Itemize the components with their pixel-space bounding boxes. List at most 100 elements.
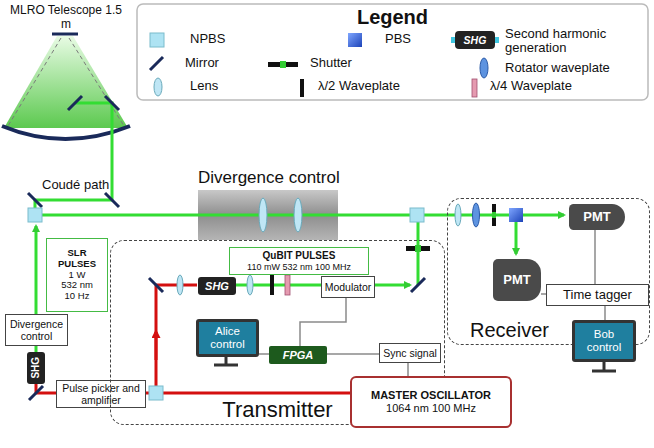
legend-title: Legend	[137, 6, 648, 29]
laser-beam	[515, 222, 518, 254]
pulse-info-box: QuBIT PULSES110 mW 532 nm 100 MHz	[229, 247, 369, 275]
shg-crystal: SHG	[198, 277, 236, 295]
legend-text: λ/2 Waveplate	[318, 79, 438, 93]
shutter	[406, 246, 430, 251]
signal-wire	[604, 306, 606, 320]
mirror	[28, 193, 42, 207]
pmt-detector: PMT	[493, 259, 541, 301]
coude-beam	[35, 103, 112, 208]
process-box: Pulse picker and amplifier	[56, 380, 146, 408]
computer-monitor: Bob control	[572, 320, 636, 362]
modulator-box: Modulator	[321, 276, 375, 298]
laser-beam	[374, 284, 410, 287]
signal-wire	[300, 298, 346, 346]
mirror	[29, 386, 43, 400]
laser-beam	[42, 214, 410, 217]
node-text: FPGA	[283, 349, 314, 362]
legend-text: Shutter	[310, 56, 390, 70]
rotator-waveplate	[473, 203, 480, 227]
npbs	[149, 386, 163, 400]
legend-text: Rotator waveplate	[505, 61, 643, 75]
mirror	[68, 96, 82, 110]
fpga-board: FPGA	[269, 346, 327, 364]
legend-text: PBS	[385, 32, 445, 46]
node-text: Bob control	[578, 328, 630, 354]
quarter-waveplate	[285, 275, 290, 295]
telescope-ray	[8, 38, 61, 126]
npbs	[28, 208, 42, 222]
legend-text: Lens	[190, 79, 260, 93]
node-text: PMT	[503, 273, 530, 288]
laser-beam	[417, 222, 420, 285]
legend-text: Second harmonic generation	[505, 27, 643, 55]
shg-icon-label: SHG	[455, 31, 495, 49]
monitor-stand	[603, 362, 606, 370]
lens	[247, 275, 253, 295]
signal-wire	[327, 353, 379, 355]
legend-icon	[451, 37, 455, 43]
node-text: SLR PULSES	[49, 248, 105, 270]
monitor-stand	[225, 356, 228, 364]
lens	[455, 204, 461, 226]
laser-source-box: MASTER OSCILLATOR1064 nm 100 MHz	[350, 376, 512, 428]
half-waveplate	[270, 275, 274, 295]
laser-beam	[523, 214, 564, 217]
legend-icon	[480, 58, 488, 78]
node-text: 1 W	[69, 270, 86, 281]
node-text: 110 mW 532 nm 100 MHz	[247, 262, 351, 272]
node-text: Divergence control	[198, 168, 338, 188]
path-label: Coudé path	[42, 178, 122, 193]
node-text: QuBIT PULSES	[263, 250, 336, 262]
legend-icon	[150, 33, 164, 47]
mirror	[149, 278, 163, 292]
ir-beam	[156, 285, 197, 393]
legend-icon	[472, 79, 477, 97]
legend-icon	[150, 57, 163, 70]
node-text: Modulator	[325, 281, 372, 293]
legend-text: λ/4 Waveplate	[490, 79, 620, 93]
node-text: 532 nm	[61, 280, 93, 291]
ir-beam	[155, 332, 158, 360]
ir-beam	[146, 392, 350, 395]
pulse-info-box: SLR PULSES1 W532 nm10 Hz	[46, 238, 108, 312]
pbs	[509, 208, 523, 222]
node-text: Divergence control	[9, 318, 64, 342]
monitor-stand	[592, 370, 616, 373]
legend-icon	[268, 62, 298, 67]
mirror	[105, 96, 119, 110]
legend-icon	[348, 33, 362, 47]
node-text: Time tagger	[563, 288, 632, 303]
mirror	[411, 278, 425, 292]
node-text: Receiver	[470, 319, 549, 342]
divergence-control-box: Divergence control	[198, 168, 338, 242]
legend-icon	[280, 61, 286, 68]
npbs	[410, 208, 424, 222]
legend-icon	[495, 37, 499, 43]
node-text: 10 Hz	[65, 291, 90, 302]
shg-crystal: SHG	[27, 352, 45, 384]
signal-wire	[259, 353, 269, 355]
shutter	[492, 204, 496, 226]
legend-text: NPBS	[190, 32, 310, 46]
telescope-label: MLRO Telescope 1.5 m	[10, 4, 122, 32]
legend-frame	[137, 4, 648, 100]
legend-icon	[154, 78, 162, 96]
process-box: Divergence control	[5, 314, 68, 346]
secondary-mirror	[52, 33, 78, 36]
node-text: Alice control	[202, 325, 253, 351]
shutter	[415, 245, 421, 252]
lens-tube-drawing	[198, 190, 338, 240]
node-text: SHG	[205, 280, 229, 293]
process-box: Time tagger	[546, 284, 649, 306]
legend-icon	[455, 31, 495, 49]
legend-icon	[300, 79, 304, 97]
computer-monitor: Alice control	[196, 319, 259, 357]
node-text: Sync signal	[383, 347, 437, 359]
lens	[177, 275, 183, 295]
lens-tube	[198, 190, 338, 240]
node-text: 1064 nm 100 MHz	[386, 402, 476, 415]
signal-wire	[407, 363, 409, 376]
node-text: SHG	[30, 357, 42, 379]
laser-beam	[35, 226, 38, 314]
monitor-stand	[214, 364, 238, 367]
